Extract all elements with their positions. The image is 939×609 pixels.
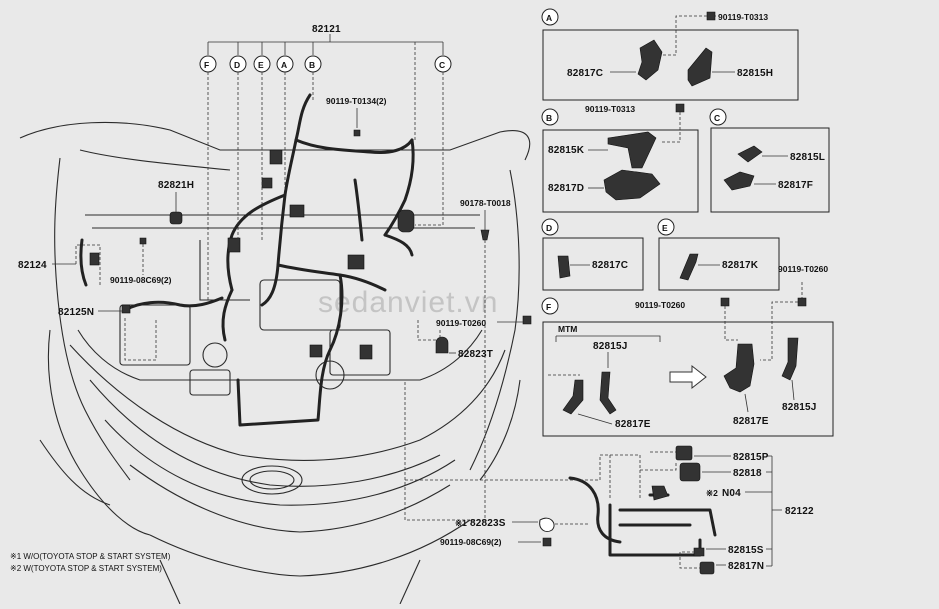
left-harness [79, 238, 224, 314]
panel-c-part-82815l [737, 145, 763, 163]
label-82823t: 82823T [458, 349, 493, 360]
panel-e-label: 82817K [722, 260, 759, 271]
arrow-icon [669, 364, 707, 390]
panel-a-part-82815h [687, 47, 713, 87]
panel-e-marker [657, 218, 675, 236]
panel-f-part-82815j [781, 337, 799, 381]
clip-right-icon [480, 229, 490, 241]
label-bolt-left: 90119-08C69(2) [110, 275, 172, 285]
panel-e [658, 237, 780, 291]
panel-b [542, 129, 699, 213]
car-body-outline [19, 121, 531, 605]
panel-d-part-82817c [557, 255, 571, 279]
panel-d-letter: D [546, 223, 552, 233]
panel-d-marker [541, 218, 559, 236]
panel-a-letter: A [546, 13, 552, 23]
panel-c-part-82817f [723, 171, 755, 191]
label-82124: 82124 [18, 260, 47, 271]
panel-a-part-82817c [637, 39, 663, 81]
panel-f-marker [541, 297, 559, 315]
panel-b-marker [541, 108, 559, 126]
panel-a-left-label: 82817C [567, 68, 603, 79]
lower-label-82823s: 82823S [470, 518, 506, 529]
panel-b-part-82817d [603, 169, 661, 201]
lower-label-82122: 82122 [785, 506, 814, 517]
lower-label-bolt: 90119-08C69(2) [440, 537, 502, 547]
watermark: sedanviet.vn [318, 286, 498, 319]
lower-mark-1: ※1 [455, 518, 467, 528]
panel-f-mtm-part-b [599, 371, 617, 415]
panel-a-bolt-icon [706, 11, 716, 21]
panel-b-bottom-label: 82817D [548, 183, 584, 194]
note-1: ※1 W/O(TOYOTA STOP & START SYSTEM) [10, 552, 171, 561]
bolt-left-icon [139, 237, 147, 245]
panel-d [542, 237, 644, 291]
lower-label-82818: 82818 [733, 468, 762, 479]
panel-f-bolt-right-label: 90119-T0260 [778, 264, 828, 274]
panel-f-part-82817e [723, 343, 755, 393]
panel-b-bolt-label: 90119-T0313 [585, 104, 635, 114]
panel-b-top-label: 82815K [548, 145, 585, 156]
panel-f-bolt-right-icon [797, 297, 807, 307]
panel-c-marker [709, 108, 727, 126]
panel-b-letter: B [546, 113, 552, 123]
bolt-mid-icon [522, 315, 532, 325]
callout-d: D [234, 60, 240, 70]
panel-b-bolt-icon [675, 103, 685, 113]
engine-harness-82121 [221, 93, 415, 427]
callout-c: C [439, 60, 445, 70]
callout-b: B [309, 60, 315, 70]
label-82821h: 82821H [158, 180, 194, 191]
lower-label-n04: N04 [722, 488, 741, 499]
panel-a [542, 29, 799, 101]
panel-c [710, 127, 830, 213]
label-82125n: 82125N [58, 307, 94, 318]
panel-f-mtm: MTM [558, 324, 577, 334]
panel-e-letter: E [662, 223, 668, 233]
panel-c-letter: C [714, 113, 720, 123]
panel-f-bolt-left-icon [720, 297, 730, 307]
panel-f-mtm-top-label: 82815J [593, 341, 628, 352]
lower-mark-2: ※2 [706, 488, 718, 498]
lower-label-82815s: 82815S [728, 545, 764, 556]
lower-harness-82122 [539, 445, 717, 575]
relay-82821h-shape [169, 211, 183, 225]
label-82121: 82121 [312, 24, 341, 35]
panel-f [542, 321, 834, 437]
panel-f-mtm-bottom-label: 82817E [615, 419, 651, 430]
callout-e: E [258, 60, 264, 70]
label-bolt-mid: 90119-T0260 [436, 318, 486, 328]
label-bolt-center: 90119-T0134(2) [326, 96, 387, 106]
panel-a-bolt-label: 90119-T0313 [718, 12, 768, 22]
panel-d-label: 82817C [592, 260, 628, 271]
callout-f: F [204, 60, 209, 70]
bolt-center-icon [353, 129, 361, 137]
panel-f-right-side-label: 82815J [782, 402, 817, 413]
panel-b-part-82815k [607, 131, 657, 169]
label-clip-right: 90178-T0018 [460, 198, 511, 208]
panel-f-bolt-left-label: 90119-T0260 [635, 300, 685, 310]
note-2: ※2 W(TOYOTA STOP & START SYSTEM) [10, 564, 162, 573]
clamp-82823t-icon [435, 336, 449, 354]
panel-c-top-label: 82815L [790, 152, 825, 163]
panel-a-right-label: 82815H [737, 68, 773, 79]
panel-e-part-82817k [679, 253, 699, 281]
panel-f-mtm-part-a [562, 379, 584, 415]
callout-a: A [281, 60, 287, 70]
lower-label-82817n: 82817N [728, 561, 764, 572]
panel-c-bottom-label: 82817F [778, 180, 813, 191]
panel-f-right-bottom-label: 82817E [733, 416, 769, 427]
lower-label-82815p: 82815P [733, 452, 769, 463]
panel-a-marker [541, 8, 559, 26]
panel-f-letter: F [546, 302, 551, 312]
callout-row: F D E A B C [199, 55, 452, 73]
